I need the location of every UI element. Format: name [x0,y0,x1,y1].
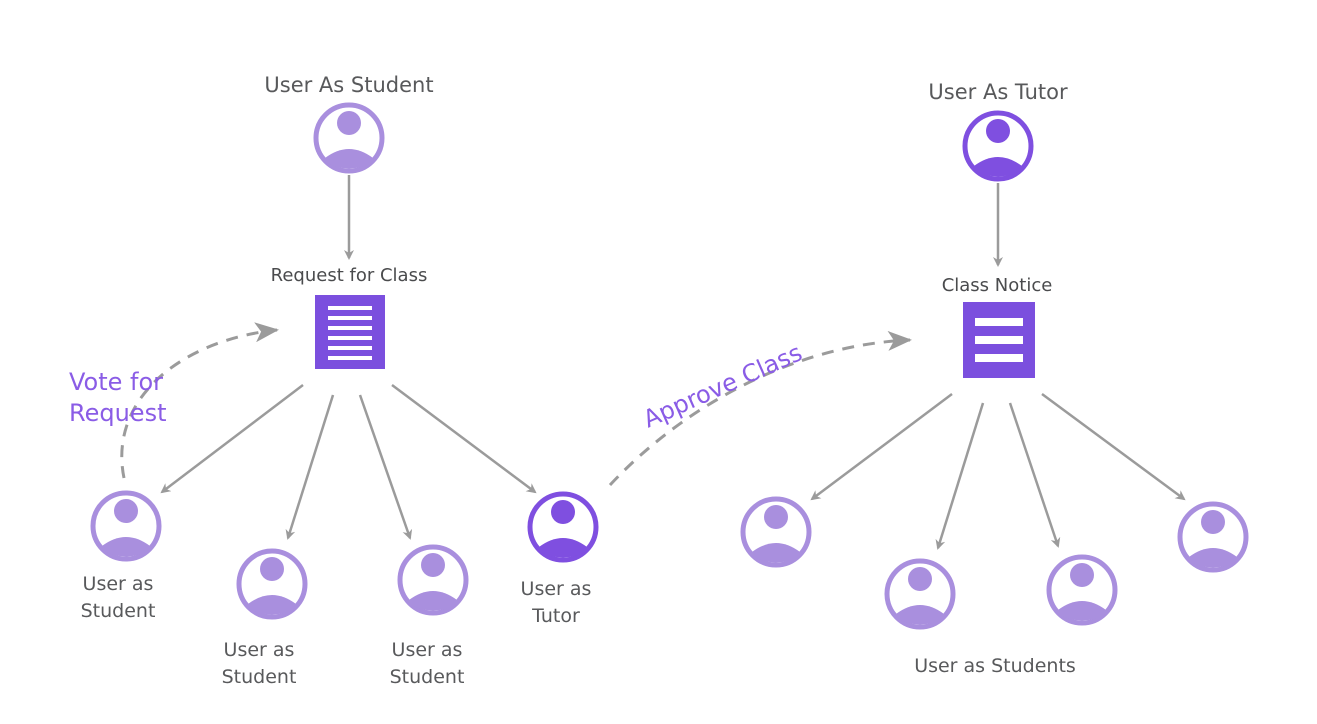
user-avatar-icon [962,110,1034,182]
student-1-label-line1: User as [83,573,154,595]
tutor-avatar-left [527,491,599,563]
arrow-notice-to-student-1 [810,393,953,501]
document-icon [315,295,385,369]
right-student-avatar-2 [884,558,956,630]
user-avatar-icon [527,491,599,563]
top-tutor-avatar [962,110,1034,182]
arrow-request-to-student-2 [285,394,335,540]
approve-class-label: Approve Class [639,338,806,433]
student-avatar-1 [90,490,162,562]
document-icon [963,302,1035,378]
student-1-label-line2: Student [81,600,156,622]
tutor-label-line1: User as [521,578,592,600]
request-document [315,295,385,369]
right-student-avatar-4 [1177,501,1249,573]
user-avatar-icon [1177,501,1249,573]
approve-dashed-arrow [608,330,912,487]
student-3-label-line1: User as [392,639,463,661]
vote-dashed-arrow [120,322,279,479]
student-avatar-3 [397,544,469,616]
user-avatar-icon [313,102,385,174]
user-avatar-icon [90,490,162,562]
arrow-notice-to-student-4 [1041,392,1186,501]
students-group-label: User as Students [914,655,1076,677]
tutor-label-line2: Tutor [531,605,580,627]
student-avatar-2 [236,548,308,620]
right-student-avatar-3 [1046,554,1118,626]
student-2-label-line2: Student [222,666,297,688]
right-student-avatar-1 [740,496,812,568]
user-avatar-icon [884,558,956,630]
class-notice-label: Class Notice [942,275,1053,296]
top-tutor-label: User As Tutor [928,80,1068,104]
arrow-request-to-student-3 [358,394,413,540]
student-2-label-line1: User as [224,639,295,661]
user-avatar-icon [1046,554,1118,626]
arrow-request-to-student-1 [160,384,304,494]
vote-label-line2: Request [69,399,167,427]
arrow-notice-to-student-2 [935,402,985,550]
class-notice-document [963,302,1035,378]
user-avatar-icon [397,544,469,616]
arrow-notice-to-student-3 [1008,402,1061,548]
request-for-class-label: Request for Class [271,265,428,286]
user-avatar-icon [740,496,812,568]
user-avatar-icon [236,548,308,620]
arrow-request-to-tutor [391,383,537,494]
top-student-avatar [313,102,385,174]
student-3-label-line2: Student [390,666,465,688]
top-student-label: User As Student [264,73,433,97]
vote-label-line1: Vote for [69,368,163,396]
